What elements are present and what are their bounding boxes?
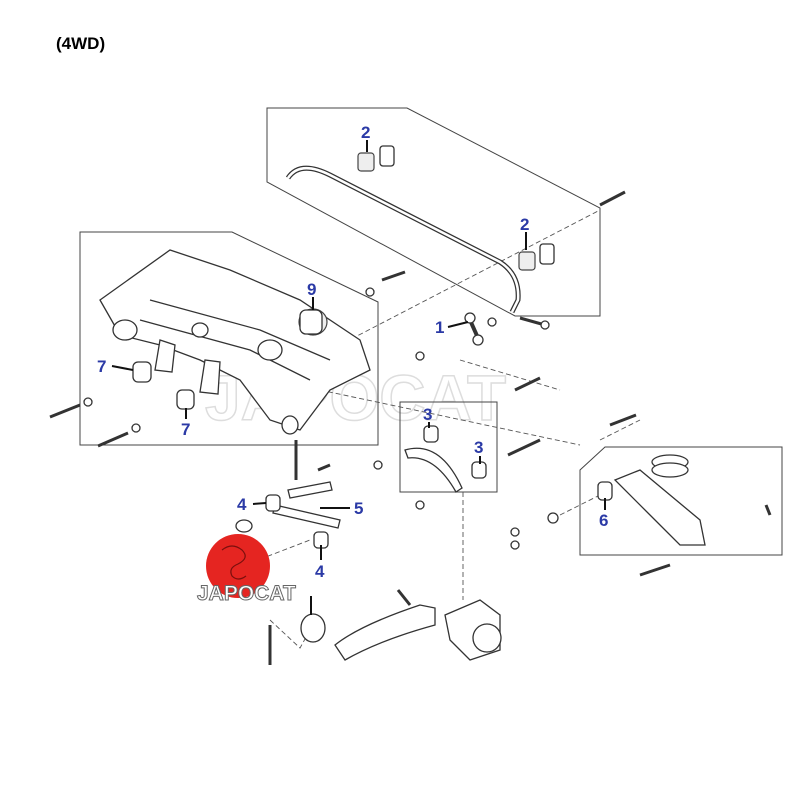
crossmember-group-box <box>79 231 379 446</box>
callout-4-bushing: 4 <box>237 495 247 514</box>
leader-lines <box>111 140 606 615</box>
diagram-title: (4WD) <box>56 34 106 53</box>
bolts <box>49 270 772 665</box>
nuts <box>83 287 559 550</box>
japocat-logo: JAPOCAT <box>197 534 296 606</box>
lower-arm <box>597 454 706 546</box>
callout-7-bushing: 7 <box>181 420 190 439</box>
stabilizer-bar <box>285 145 626 330</box>
upper-arm-group-box <box>399 401 498 493</box>
crossmember <box>99 249 371 435</box>
callout-6-bushing: 6 <box>599 511 608 530</box>
stabilizer-link <box>464 312 497 346</box>
callout-3-bushing: 3 <box>423 405 432 424</box>
trailing-arm-knuckle <box>300 599 502 661</box>
callout-5-link: 5 <box>354 499 363 518</box>
callout-4-bushing: 4 <box>315 562 325 581</box>
lateral-links <box>235 481 341 549</box>
assembly-lines <box>244 209 641 649</box>
callout-7-bushing: 7 <box>97 357 106 376</box>
callout-3-bushing: 3 <box>474 438 483 457</box>
callout-9-bushing: 9 <box>307 280 316 299</box>
lower-arm-group-box <box>579 446 783 556</box>
logo-text: JAPOCAT <box>197 582 296 605</box>
callout-2-bushing: 2 <box>520 215 529 234</box>
upper-arm <box>404 425 487 493</box>
callout-1-link: 1 <box>435 318 444 337</box>
callout-2-bushing: 2 <box>361 123 370 142</box>
stabilizer-group-box <box>266 107 601 317</box>
